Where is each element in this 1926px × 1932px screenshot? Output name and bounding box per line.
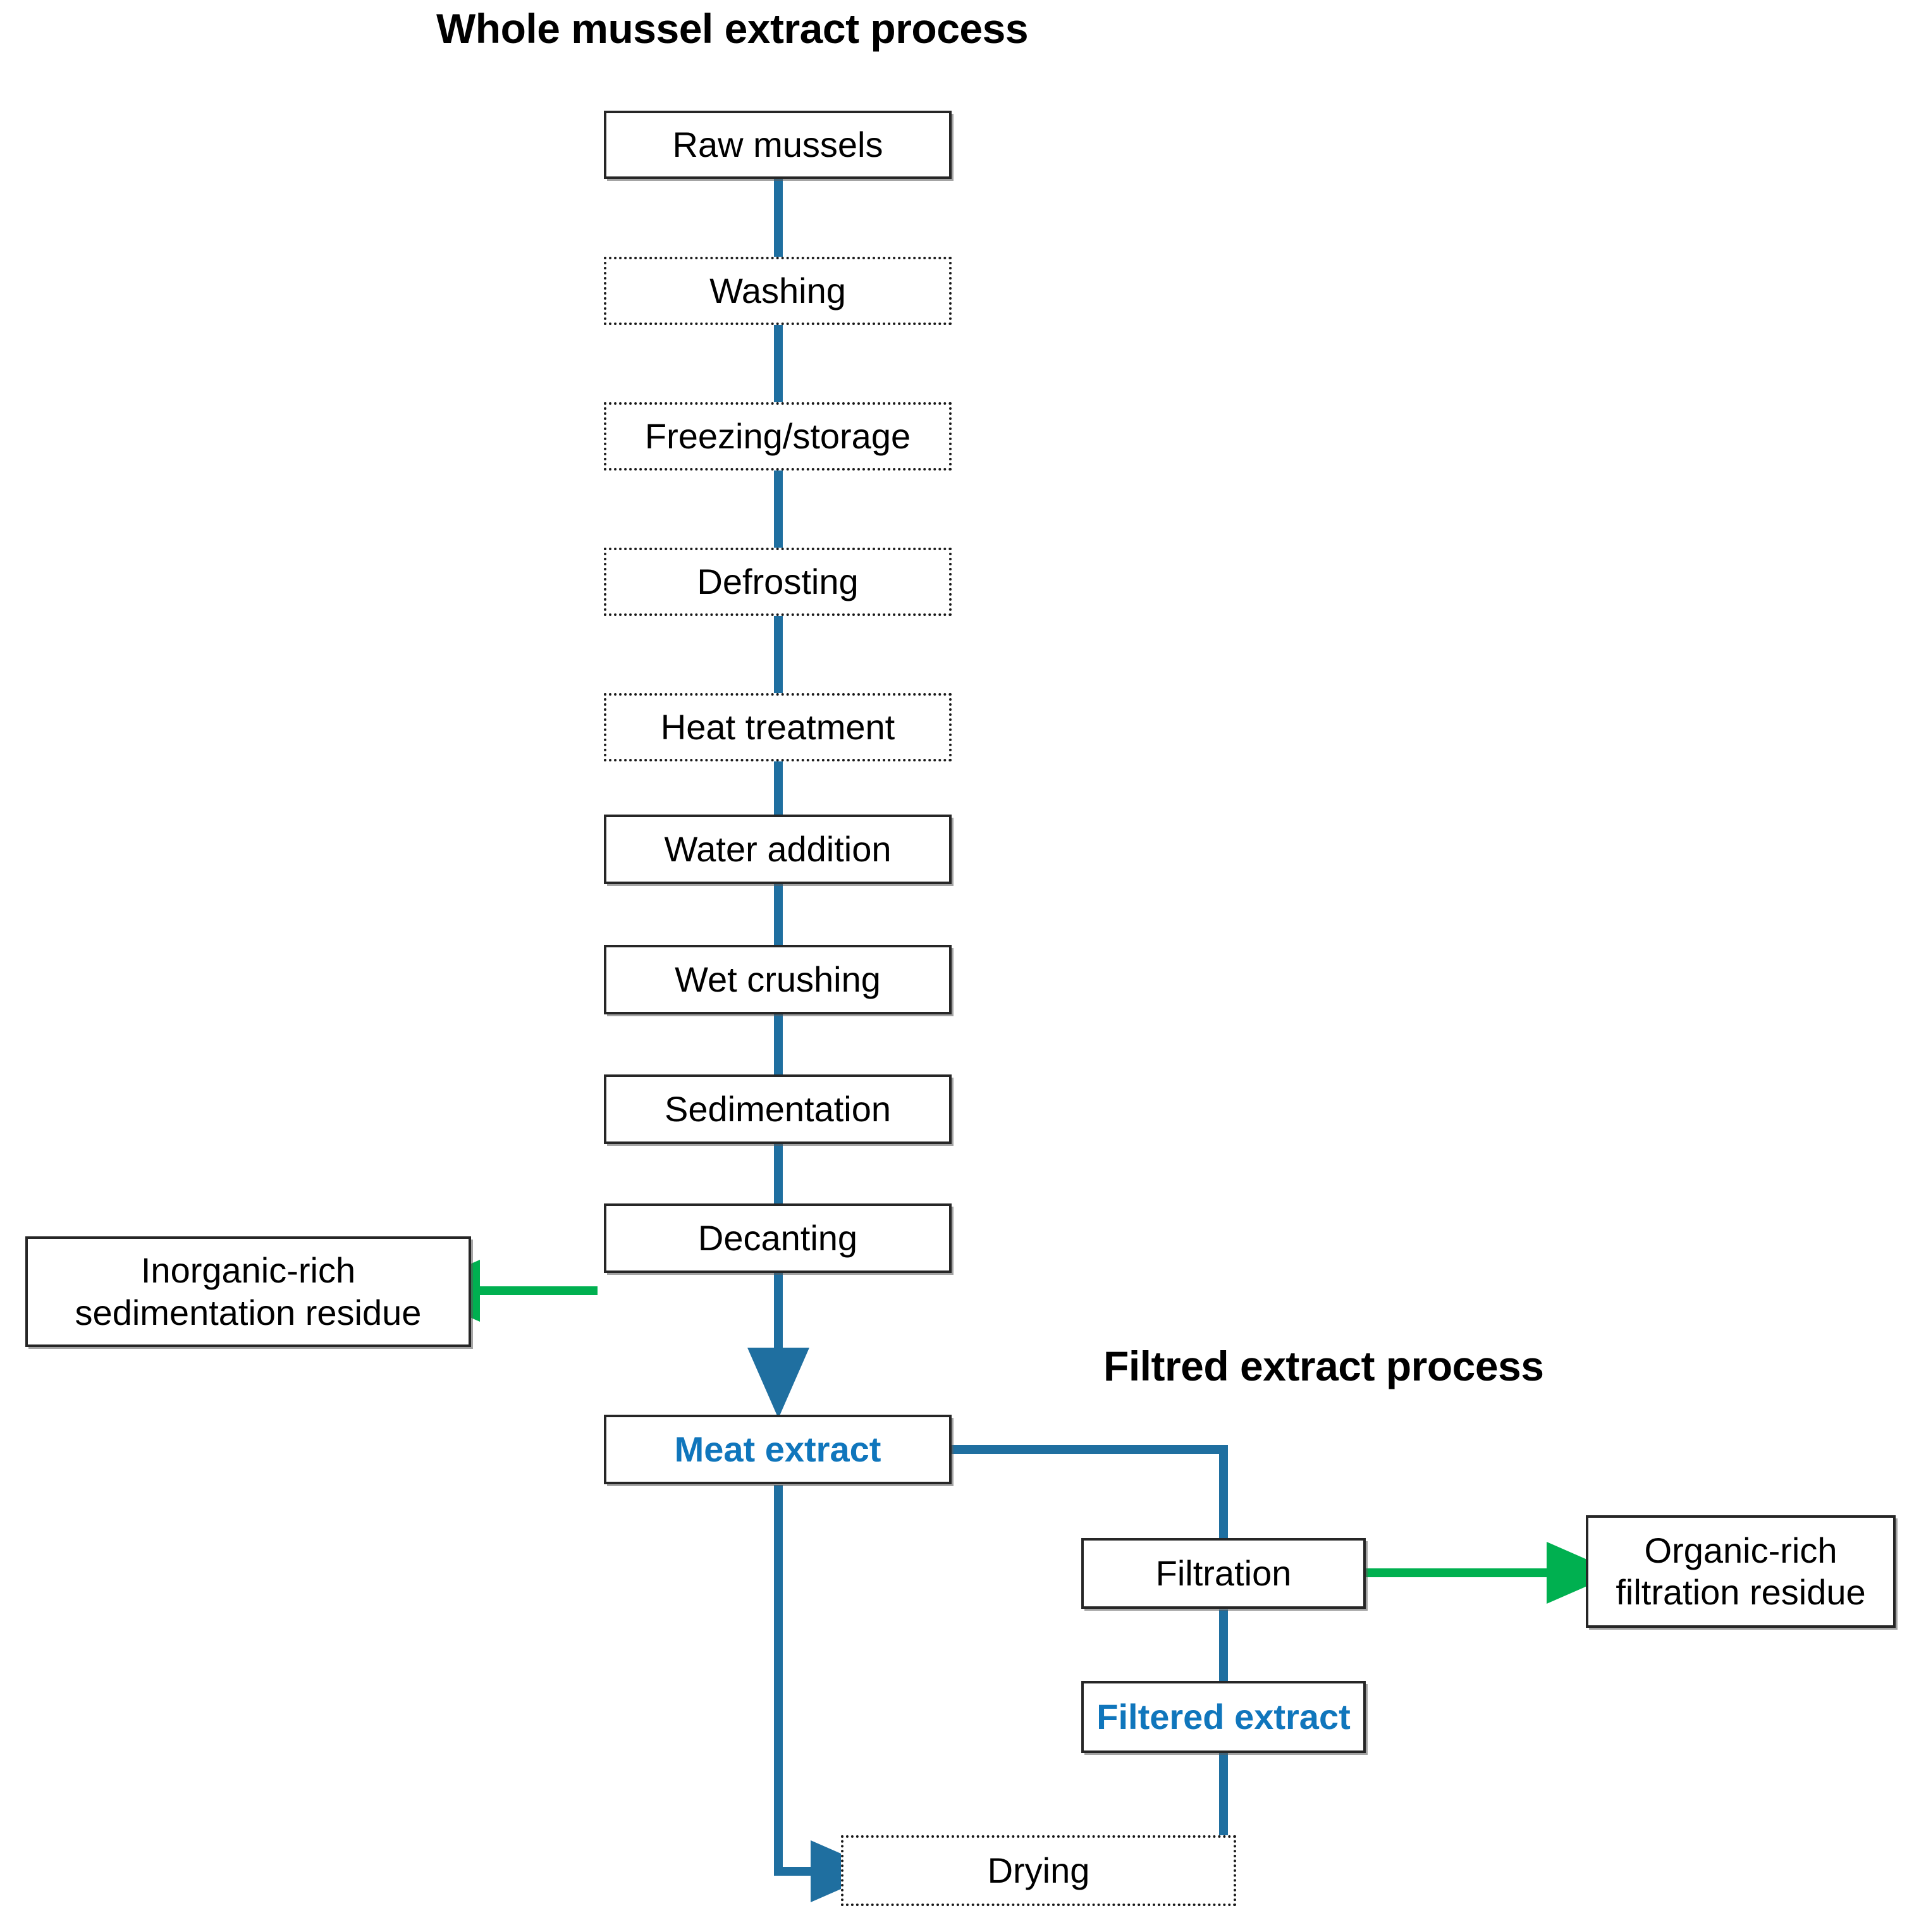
node-filtration-label: Filtration [1155, 1553, 1292, 1593]
node-defrosting-label: Defrosting [697, 561, 859, 601]
node-inorganic-rich-sedimentation-residue[interactable]: Inorganic-rich sedimentation residue [25, 1236, 471, 1347]
node-water-addition-label: Water addition [664, 828, 892, 869]
node-drying-label: Drying [987, 1850, 1090, 1890]
node-organic-rich-filtration-residue[interactable]: Organic-rich filtration residue [1586, 1515, 1896, 1628]
node-raw-mussels[interactable]: Raw mussels [604, 111, 952, 179]
node-decanting-label: Decanting [697, 1217, 858, 1258]
edge-meat-extract-to-drying [774, 1485, 881, 1902]
node-filtration[interactable]: Filtration [1081, 1538, 1366, 1609]
title-filtred-extract-process: Filtred extract process [1103, 1343, 1544, 1389]
node-inorganic-residue-line2: sedimentation residue [75, 1292, 422, 1332]
node-filtered-extract-label: Filtered extract [1096, 1696, 1351, 1737]
node-heat-treatment[interactable]: Heat treatment [604, 693, 952, 761]
edge-meat-extract-to-filtration [948, 1445, 1228, 1539]
node-organic-residue-line2: filtration residue [1616, 1572, 1866, 1612]
node-sedimentation[interactable]: Sedimentation [604, 1074, 952, 1144]
node-freezing-storage-label: Freezing/storage [644, 415, 911, 456]
node-raw-mussels-label: Raw mussels [672, 124, 883, 164]
node-washing[interactable]: Washing [604, 257, 952, 325]
node-filtered-extract[interactable]: Filtered extract [1081, 1681, 1366, 1753]
node-decanting[interactable]: Decanting [604, 1203, 952, 1273]
node-organic-residue-line1: Organic-rich [1644, 1530, 1837, 1570]
node-wet-crushing-label: Wet crushing [675, 959, 881, 999]
node-drying[interactable]: Drying [841, 1835, 1236, 1906]
node-water-addition[interactable]: Water addition [604, 815, 952, 884]
node-washing-label: Washing [709, 270, 846, 311]
node-meat-extract[interactable]: Meat extract [604, 1415, 952, 1484]
node-freezing-storage[interactable]: Freezing/storage [604, 402, 952, 471]
node-heat-treatment-label: Heat treatment [660, 706, 895, 747]
node-defrosting[interactable]: Defrosting [604, 548, 952, 616]
node-wet-crushing[interactable]: Wet crushing [604, 945, 952, 1014]
title-whole-mussel-extract-process: Whole mussel extract process [436, 5, 1029, 52]
node-meat-extract-label: Meat extract [674, 1429, 881, 1469]
node-inorganic-residue-line1: Inorganic-rich [140, 1250, 356, 1291]
node-sedimentation-label: Sedimentation [664, 1088, 891, 1129]
